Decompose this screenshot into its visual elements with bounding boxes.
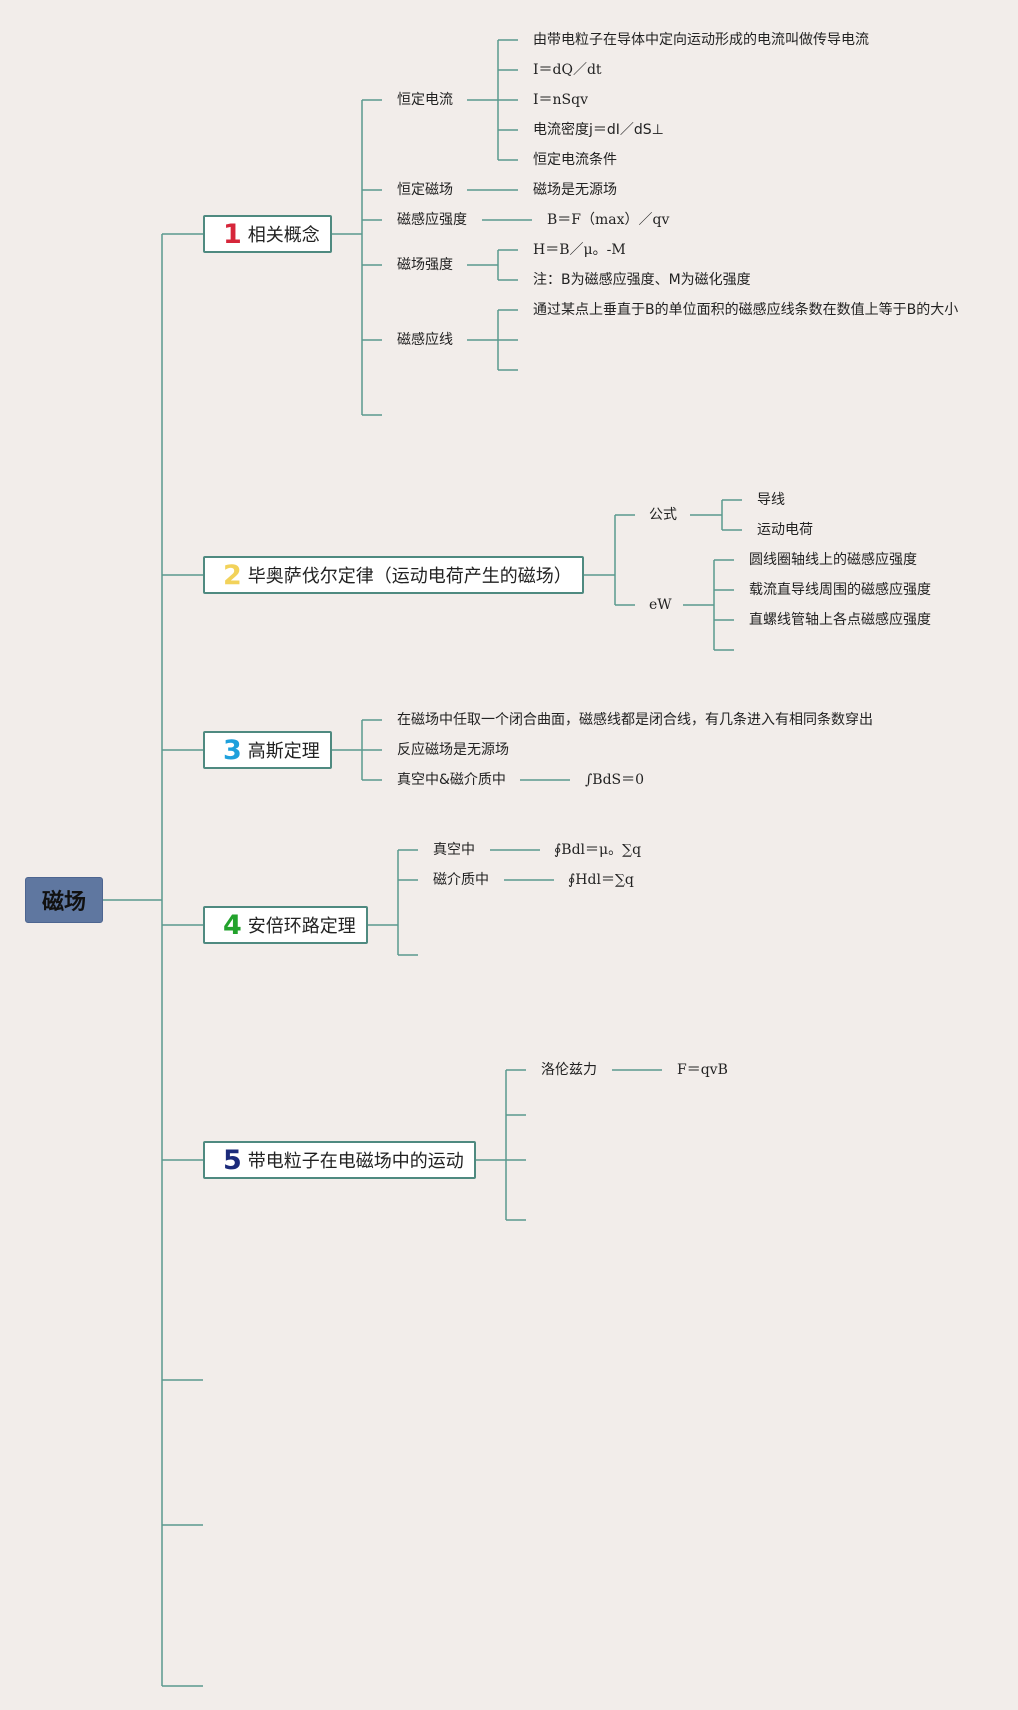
leaf-lorentz-formula[interactable]: F＝qvB	[677, 1062, 728, 1078]
leaf-moving-charge[interactable]: 运动电荷	[757, 522, 813, 538]
branch-1-node[interactable]: 1 相关概念	[203, 215, 332, 253]
leaf-current-formula[interactable]: I＝dQ／dt	[533, 62, 602, 78]
leaf-coil-axis[interactable]: 圆线圈轴线上的磁感应强度	[749, 552, 917, 568]
leaf-h-note[interactable]: 注：B为磁感应强度、M为磁化强度	[533, 272, 751, 288]
leaf-current-nsqv[interactable]: I＝nSqv	[533, 92, 589, 108]
branch-2-node[interactable]: 2 毕奥萨伐尔定律（运动电荷产生的磁场）	[203, 556, 584, 594]
branch-5-node[interactable]: 5 带电粒子在电磁场中的运动	[203, 1141, 476, 1179]
branch-3-label: 高斯定理	[247, 741, 320, 762]
leaf-straight-wire[interactable]: 载流直导线周围的磁感应强度	[749, 582, 931, 598]
leaf-induction-formula[interactable]: B＝F（max）／qv	[547, 212, 670, 228]
branch-2-number: 2	[223, 559, 242, 591]
branch-5-number: 5	[223, 1144, 242, 1176]
leaf-h-formula[interactable]: H＝B／μ。-M	[533, 242, 626, 258]
branch-4-number: 4	[223, 909, 242, 941]
topic-magnetic-induction[interactable]: 磁感应强度	[397, 212, 467, 228]
branch-4-label: 安倍环路定理	[247, 916, 356, 937]
topic-constant-current[interactable]: 恒定电流	[397, 92, 453, 108]
leaf-current-density[interactable]: 电流密度j＝dI／dS⊥	[533, 122, 664, 138]
branch-1-label: 相关概念	[247, 225, 320, 246]
branch-2-label: 毕奥萨伐尔定律（运动电荷产生的磁场）	[247, 566, 572, 587]
leaf-solenoid-axis[interactable]: 直螺线管轴上各点磁感应强度	[749, 612, 931, 628]
topic-ew[interactable]: eW	[649, 597, 672, 613]
topic-field-strength[interactable]: 磁场强度	[397, 257, 453, 273]
topic-vacuum[interactable]: 真空中	[433, 842, 475, 858]
branch-1-number: 1	[223, 218, 242, 250]
leaf-induction-lines-definition[interactable]: 通过某点上垂直于B的单位面积的磁感应线条数在数值上等于B的大小	[533, 302, 958, 318]
root-node[interactable]: 磁场	[25, 877, 103, 923]
leaf-gauss-formula[interactable]: ∫BdS＝0	[585, 772, 645, 788]
branch-3-number: 3	[223, 734, 242, 766]
topic-formula[interactable]: 公式	[649, 507, 677, 523]
leaf-ampere-medium[interactable]: ∮Hdl＝∑q	[568, 872, 634, 888]
leaf-ampere-vacuum[interactable]: ∮Bdl＝μ。∑q	[554, 842, 642, 858]
leaf-sourceless-field[interactable]: 磁场是无源场	[533, 182, 617, 198]
leaf-constant-current-condition[interactable]: 恒定电流条件	[533, 152, 617, 168]
topic-medium[interactable]: 磁介质中	[433, 872, 489, 888]
topic-induction-lines[interactable]: 磁感应线	[397, 332, 453, 348]
leaf-conduction-current[interactable]: 由带电粒子在导体中定向运动形成的电流叫做传导电流	[533, 32, 869, 48]
branch-5-label: 带电粒子在电磁场中的运动	[247, 1151, 464, 1172]
topic-vacuum-and-medium[interactable]: 真空中&磁介质中	[397, 772, 506, 788]
topic-sourceless-field[interactable]: 反应磁场是无源场	[397, 742, 509, 758]
topic-lorentz-force[interactable]: 洛伦兹力	[541, 1062, 597, 1078]
branch-3-node[interactable]: 3 高斯定理	[203, 731, 332, 769]
topic-constant-magnetic-field[interactable]: 恒定磁场	[397, 182, 453, 198]
branch-4-node[interactable]: 4 安倍环路定理	[203, 906, 368, 944]
leaf-wire[interactable]: 导线	[757, 492, 785, 508]
topic-closed-surface[interactable]: 在磁场中任取一个闭合曲面，磁感线都是闭合线，有几条进入有相同条数穿出	[397, 712, 873, 728]
